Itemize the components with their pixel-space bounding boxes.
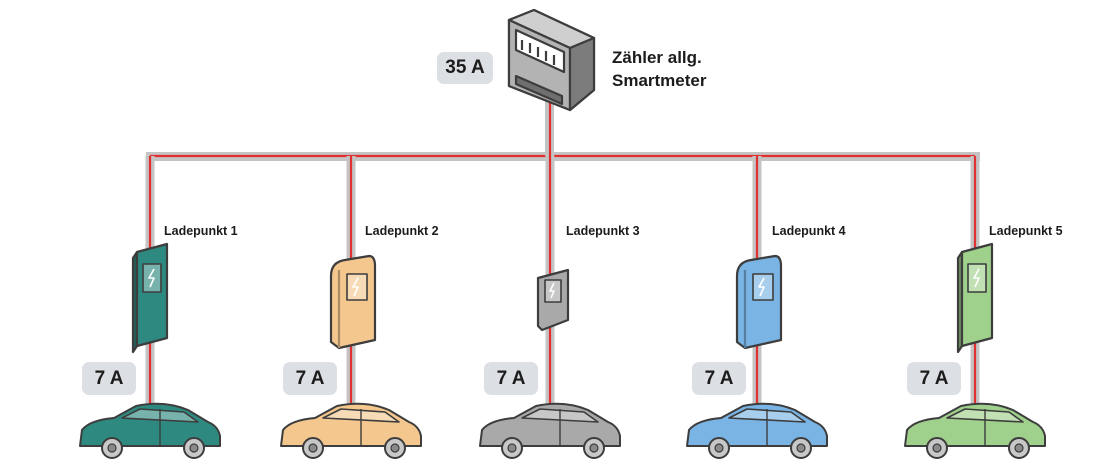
charging-point-label-5: Ladepunkt 5 <box>989 224 1063 238</box>
car-icon <box>79 402 221 459</box>
charging-point-4 <box>686 156 828 459</box>
wallbox-icon <box>131 242 169 354</box>
car-icon <box>686 402 828 459</box>
charging-point-current-badge-5: 7 A <box>907 362 961 395</box>
charging-point-label-1: Ladepunkt 1 <box>164 224 238 238</box>
wallbox-icon <box>536 268 570 332</box>
lightning-icon <box>352 277 359 297</box>
charging-point-5 <box>904 156 1046 459</box>
charging-point-label-4: Ladepunkt 4 <box>772 224 846 238</box>
main-bus <box>146 100 980 161</box>
charging-point-current-badge-3: 7 A <box>484 362 538 395</box>
lightning-icon <box>758 277 765 297</box>
wallbox-icon <box>735 254 783 350</box>
wallbox-icon <box>329 254 377 350</box>
charging-point-label-3: Ladepunkt 3 <box>566 224 640 238</box>
charging-point-1 <box>79 156 221 459</box>
meter-current-badge: 35 A <box>437 52 493 84</box>
charging-point-current-badge-4: 7 A <box>692 362 746 395</box>
meter-label-line2: Smartmeter <box>612 71 707 90</box>
charging-point-current-badge-1: 7 A <box>82 362 136 395</box>
electricity-meter-icon <box>507 8 596 112</box>
lightning-icon <box>973 268 980 288</box>
meter-label: Zähler allg. Smartmeter <box>612 46 707 92</box>
charging-point-current-badge-2: 7 A <box>283 362 337 395</box>
charging-point-3 <box>479 156 621 459</box>
car-icon <box>904 402 1046 459</box>
wallbox-icon <box>956 242 994 354</box>
car-icon <box>280 402 422 459</box>
car-icon <box>479 402 621 459</box>
lightning-icon <box>148 268 155 288</box>
meter-label-line1: Zähler allg. <box>612 48 702 67</box>
charging-point-label-2: Ladepunkt 2 <box>365 224 439 238</box>
lightning-icon <box>549 282 555 299</box>
charging-point-2 <box>280 156 422 459</box>
